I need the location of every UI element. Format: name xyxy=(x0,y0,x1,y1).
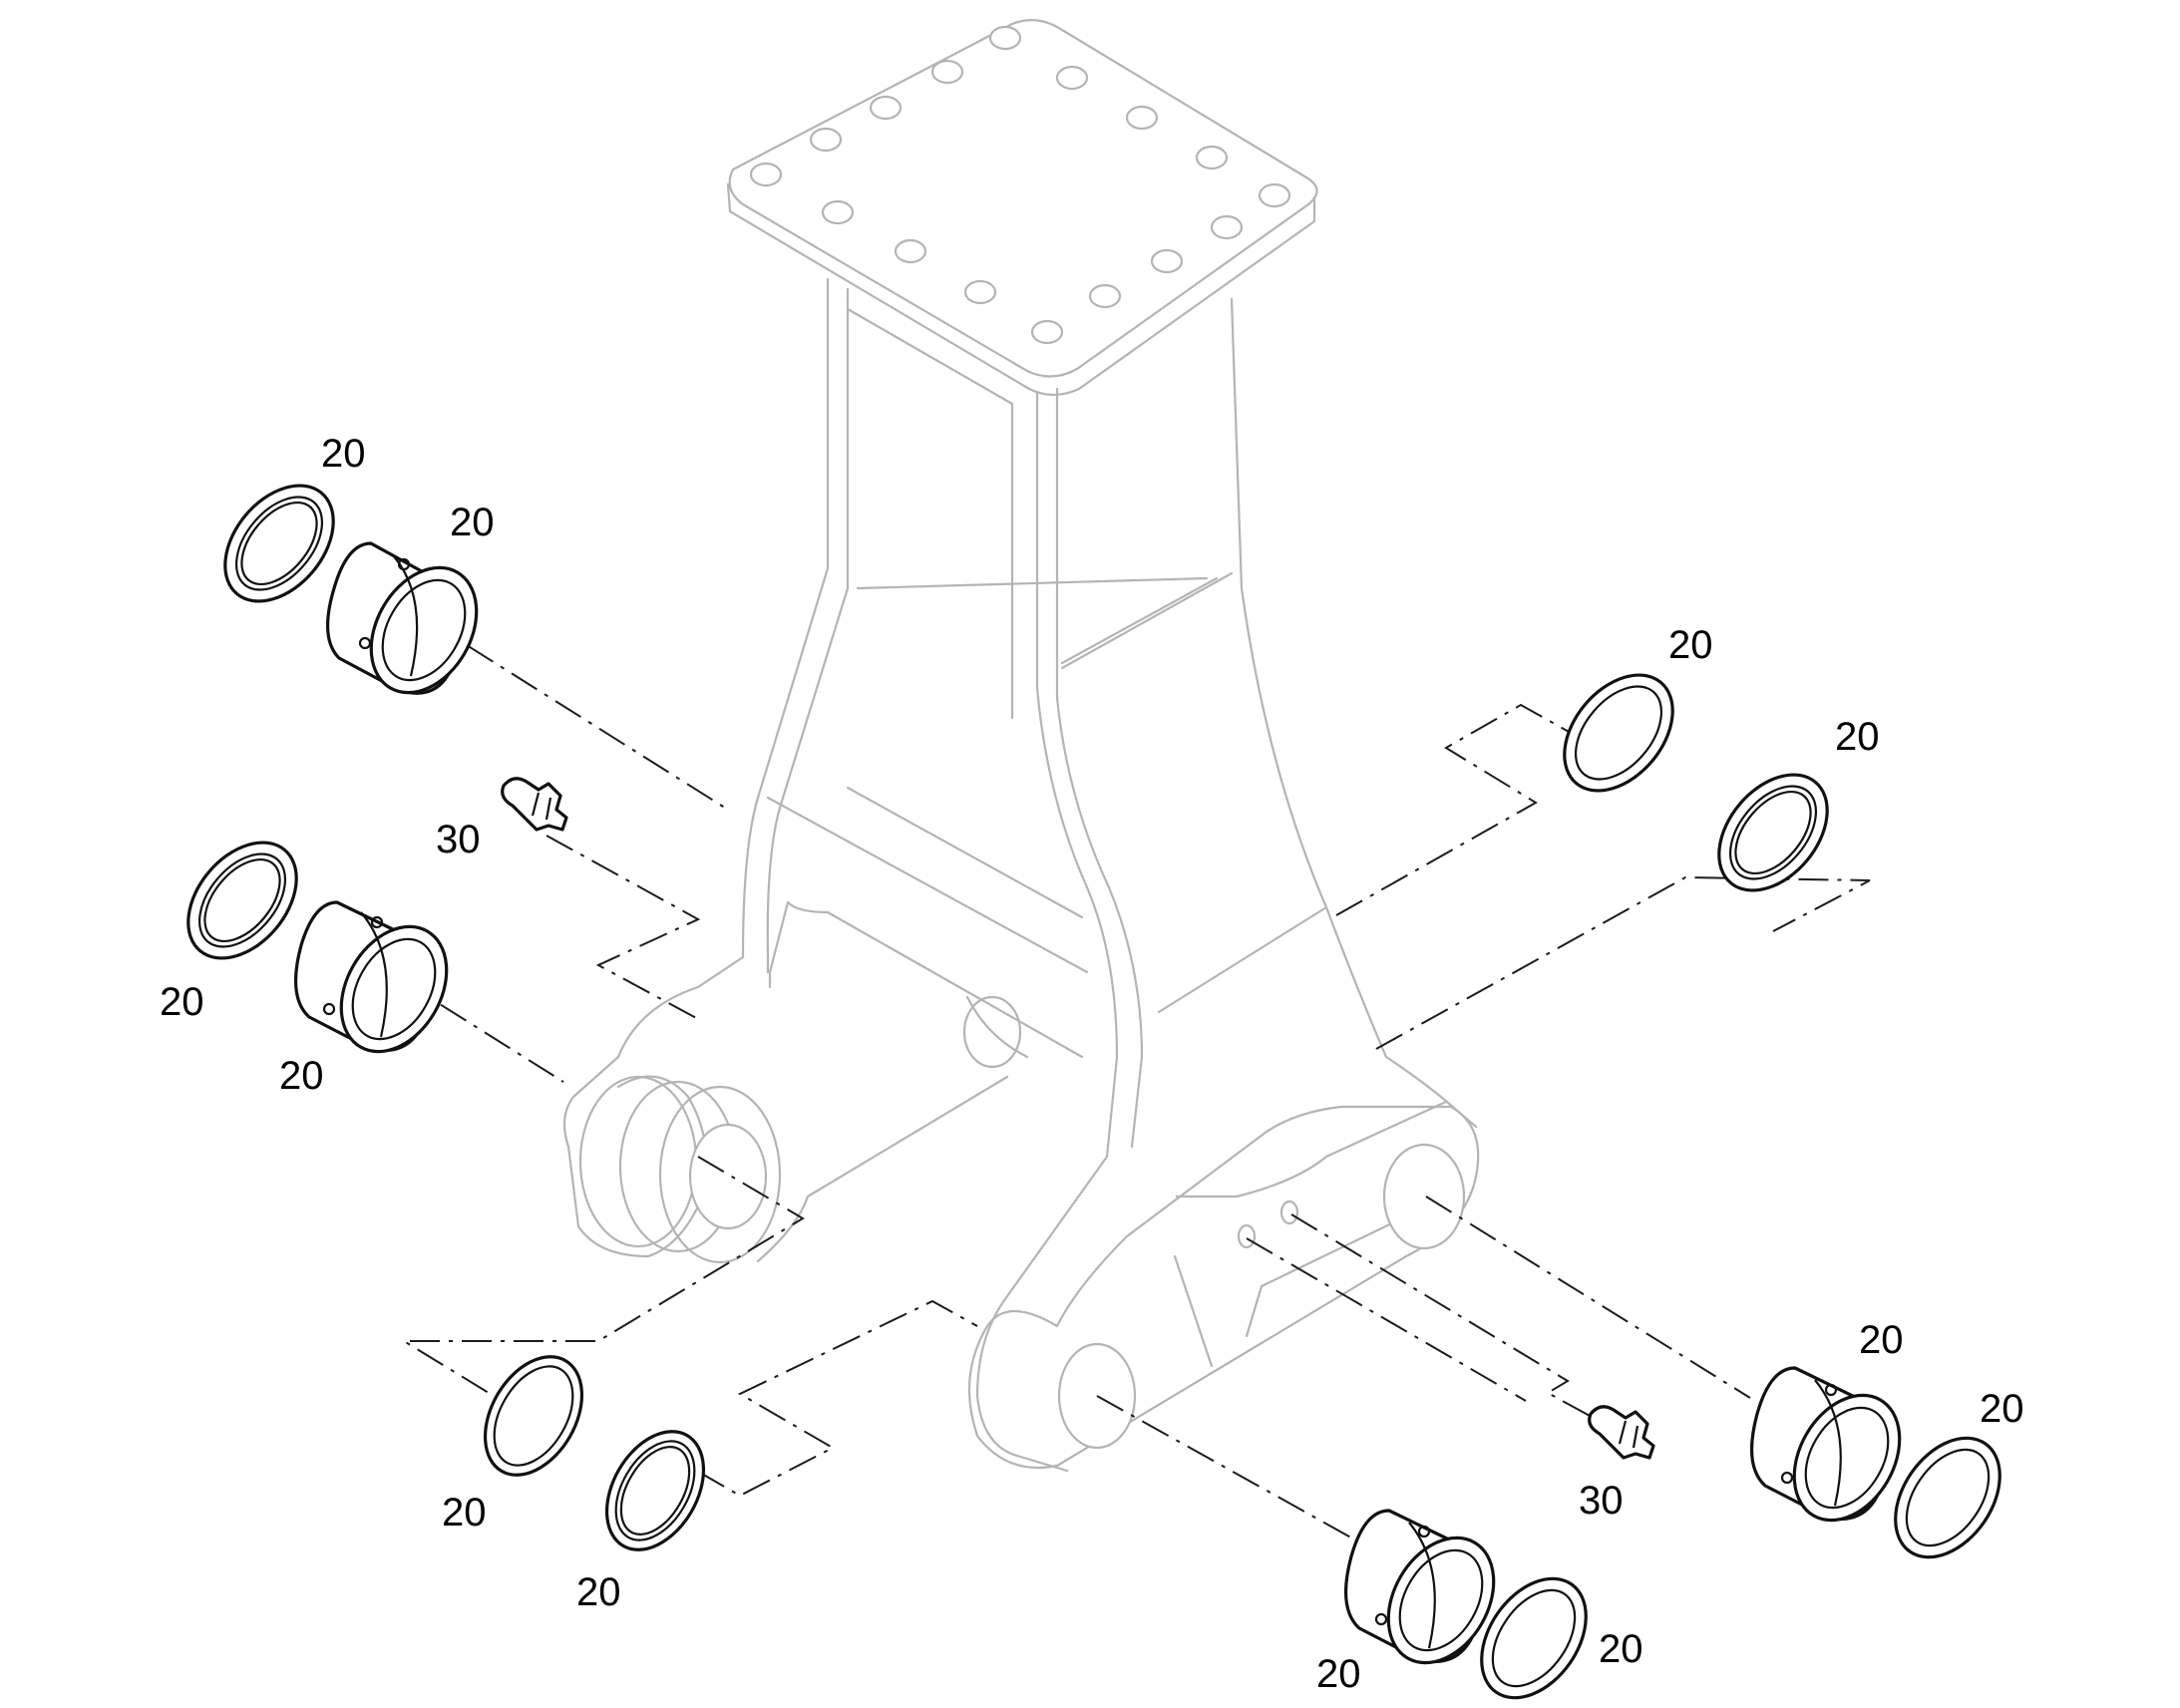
grease-hole-1 xyxy=(1237,1223,1257,1249)
mounting-plate xyxy=(728,19,1318,378)
web-lip xyxy=(768,900,1084,1059)
seal-ring-lower-left-a xyxy=(483,1355,584,1477)
callout-label: 30 xyxy=(436,818,481,861)
right-leg-outer xyxy=(1230,297,1478,1129)
callout-label: 20 xyxy=(160,980,204,1024)
seal-ring-lower-left-b xyxy=(604,1430,706,1551)
grease-hole-2 xyxy=(1279,1199,1299,1225)
seal-ring-upper-left xyxy=(223,484,335,603)
callout-label: 20 xyxy=(321,432,366,476)
seal-ring-upper-right-b xyxy=(1717,773,1829,892)
seal-ring-mid-left xyxy=(186,841,298,960)
left-boss-ring-1 xyxy=(578,1075,698,1248)
left-cross-tube xyxy=(962,995,1022,1069)
callout-label: 20 xyxy=(1835,715,1880,759)
grease-nipple-left xyxy=(501,777,568,832)
plate-bolt-holes xyxy=(749,25,1291,345)
callout-label: 20 xyxy=(576,1570,621,1614)
callout-label: 20 xyxy=(1859,1318,1904,1362)
grease-nipple-right xyxy=(1588,1405,1655,1460)
callout-label: 20 xyxy=(279,1054,324,1098)
callout-label: 20 xyxy=(450,501,495,544)
callout-label: 20 xyxy=(1316,1652,1361,1696)
callout-label: 30 xyxy=(1579,1479,1624,1523)
right-leg-inner xyxy=(1055,387,1144,1149)
bracket-frame xyxy=(562,19,1480,1473)
bushing-upper-left xyxy=(325,541,479,695)
bushing-bottom xyxy=(1344,1509,1496,1665)
callout-label: 20 xyxy=(1599,1627,1643,1671)
mounting-plate-edge xyxy=(726,182,1316,397)
bushing-right xyxy=(1750,1366,1902,1523)
left-leg xyxy=(562,277,830,1258)
callout-label: 20 xyxy=(1668,623,1713,667)
right-leg xyxy=(975,392,1119,1473)
seal-ring-upper-right-a xyxy=(1563,673,1674,793)
callout-label: 20 xyxy=(1980,1387,2024,1431)
callout-labels: 20 20 30 20 20 20 20 20 20 20 30 20 20 2… xyxy=(160,432,2024,1696)
upper-web xyxy=(846,786,1084,919)
left-eye-bore xyxy=(688,1123,768,1230)
left-leg-inner xyxy=(766,287,850,974)
right-boss-plate-edge xyxy=(1173,1100,1448,1368)
left-eye xyxy=(658,1085,782,1264)
right-upper-bore xyxy=(1382,1143,1466,1250)
center-web xyxy=(856,576,1209,590)
callout-label: 20 xyxy=(442,1491,487,1535)
seal-ring-bottom xyxy=(1480,1576,1588,1700)
center-right-web xyxy=(1060,576,1328,1014)
upper-web-2 xyxy=(766,796,1089,974)
bushing-mid-left xyxy=(294,900,449,1054)
seal-ring-right xyxy=(1894,1436,2001,1559)
center-lines xyxy=(396,617,1871,1541)
center-web-left xyxy=(846,307,1014,720)
right-leg-web xyxy=(1060,571,1234,670)
